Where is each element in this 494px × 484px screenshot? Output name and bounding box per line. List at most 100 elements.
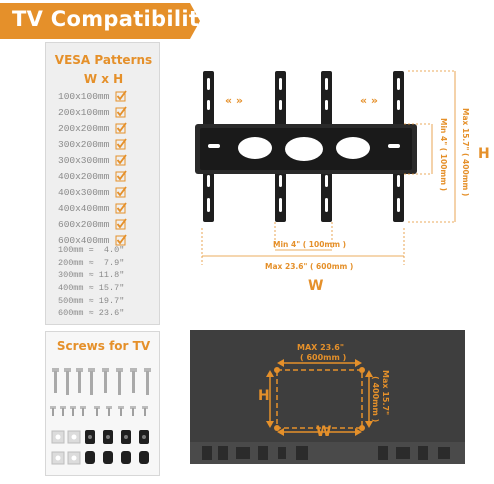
tv-width-letter: W — [316, 424, 332, 440]
conversion-item: 200mm ≈ 7.9" — [58, 257, 125, 268]
title-banner: TV Compatibility — [0, 0, 213, 40]
checkmark-icon — [115, 106, 128, 118]
banner-title: TV Compatibility — [12, 7, 214, 31]
conversion-item: 500mm ≈ 19.7" — [58, 295, 125, 306]
tv-max-height-line1: Max 15.7" — [381, 370, 390, 416]
spacer-hole-icon — [124, 435, 128, 439]
conversion-list: 100mm = 4.0"200mm ≈ 7.9"300mm ≈ 11.8"400… — [58, 245, 124, 321]
plate-holes — [208, 137, 400, 161]
checkmark-icon — [115, 138, 128, 150]
vesa-pattern-item: 400x300mm — [58, 184, 158, 200]
checkmark-icon — [115, 202, 128, 214]
vesa-pattern-item: 400x400mm — [58, 200, 158, 216]
bolt-head-icon — [116, 368, 123, 372]
washer-hole-icon — [55, 434, 61, 440]
max-width-label: Max 23.6" ( 600mm ) — [265, 262, 354, 271]
tv-back-diagram — [190, 330, 465, 464]
spacer-hole-icon — [88, 435, 92, 439]
short-screw-icon — [82, 408, 84, 416]
spacer-hole-icon — [106, 435, 110, 439]
min-width-label: Min 4" ( 100mm ) — [273, 240, 347, 249]
checkmark-icon — [115, 170, 128, 182]
height-letter: H — [478, 146, 490, 162]
checkmark-icon — [115, 122, 128, 134]
checkmark-icon — [115, 154, 128, 166]
spacer-hole-icon — [142, 435, 146, 439]
short-screw-icon — [72, 408, 74, 416]
spacer-icon — [139, 451, 149, 464]
vesa-pattern-item: 100x100mm — [58, 88, 158, 104]
bolt-head-icon — [130, 368, 137, 372]
banner-shape — [0, 3, 200, 39]
vesa-title: VESA Patterns — [54, 53, 153, 67]
long-bolt-icon — [90, 371, 93, 395]
bolt-head-icon — [102, 368, 109, 372]
vesa-pattern-label: 400x200mm — [58, 170, 110, 182]
conversion-item: 400mm ≈ 15.7" — [58, 283, 125, 294]
vesa-pattern-label: 300x200mm — [58, 138, 110, 150]
vesa-pattern-item: 200x200mm — [58, 120, 158, 136]
slide-arrows-right: « » — [360, 94, 378, 107]
screw-head-icon — [94, 406, 100, 409]
screw-head-icon — [60, 406, 66, 409]
long-bolt-icon — [54, 371, 57, 393]
long-bolt-icon — [132, 371, 135, 393]
screws-panel: Screws for TV — [45, 331, 160, 476]
vesa-pattern-item: 600x200mm — [58, 216, 158, 232]
screw-head-icon — [142, 406, 148, 409]
conversion-item: 600mm ≈ 23.6" — [58, 308, 125, 319]
vesa-pattern-label: 300x300mm — [58, 154, 110, 166]
vesa-area — [276, 369, 363, 429]
short-screw-icon — [144, 408, 146, 416]
tv-back-panel — [190, 330, 465, 464]
vesa-pattern-item: 400x200mm — [58, 168, 158, 184]
checkmark-icon — [115, 234, 128, 246]
washer-hole-icon — [55, 455, 61, 461]
mount-diagram: « » « » — [195, 70, 456, 265]
short-screw-icon — [96, 408, 98, 416]
screw-head-icon — [118, 406, 124, 409]
checkmark-icon — [115, 218, 128, 230]
short-screw-icon — [120, 408, 122, 416]
vesa-pattern-item: 200x100mm — [58, 104, 158, 120]
vesa-pattern-label: 600x200mm — [58, 218, 110, 230]
short-screw-icon — [108, 408, 110, 416]
screw-head-icon — [130, 406, 136, 409]
screw-head-icon — [50, 406, 56, 409]
width-letter: W — [308, 278, 324, 294]
vesa-pattern-label: 600x400mm — [58, 234, 110, 246]
long-bolt-icon — [78, 371, 81, 393]
vesa-pattern-label: 200x200mm — [58, 122, 110, 134]
vesa-pattern-item: 300x200mm — [58, 136, 158, 152]
bolt-head-icon — [64, 368, 71, 372]
spacer-icon — [121, 451, 131, 464]
vesa-pattern-label: 400x400mm — [58, 202, 110, 214]
screw-head-icon — [106, 406, 112, 409]
bolt-head-icon — [76, 368, 83, 372]
long-bolt-icon — [66, 371, 69, 395]
slide-arrows-left: « » — [225, 94, 243, 107]
vesa-pattern-item: 600x400mm — [58, 232, 158, 248]
spacer-icon — [103, 451, 113, 464]
short-screw-icon — [132, 408, 134, 416]
long-bolt-icon — [146, 371, 149, 395]
checkmark-icon — [115, 90, 128, 102]
short-screw-icon — [52, 408, 54, 416]
screw-head-icon — [70, 406, 76, 409]
long-bolt-icon — [104, 371, 107, 393]
short-screw-icon — [62, 408, 64, 416]
washer-hole-icon — [71, 455, 77, 461]
tv-max-width-line1: MAX 23.6" — [297, 343, 345, 352]
spacer-icon — [85, 451, 95, 464]
screw-head-icon — [80, 406, 86, 409]
vesa-pattern-item: 300x300mm — [58, 152, 158, 168]
bolt-head-icon — [88, 368, 95, 372]
washer-hole-icon — [71, 434, 77, 440]
vesa-subtitle: W x H — [83, 72, 124, 86]
min-height-label: Min 4" ( 100mm ) — [439, 118, 448, 192]
tv-max-height-line2: ( 400mm ) — [371, 376, 380, 423]
vesa-pattern-label: 400x300mm — [58, 186, 110, 198]
screws-title: Screws for TV — [56, 339, 151, 353]
